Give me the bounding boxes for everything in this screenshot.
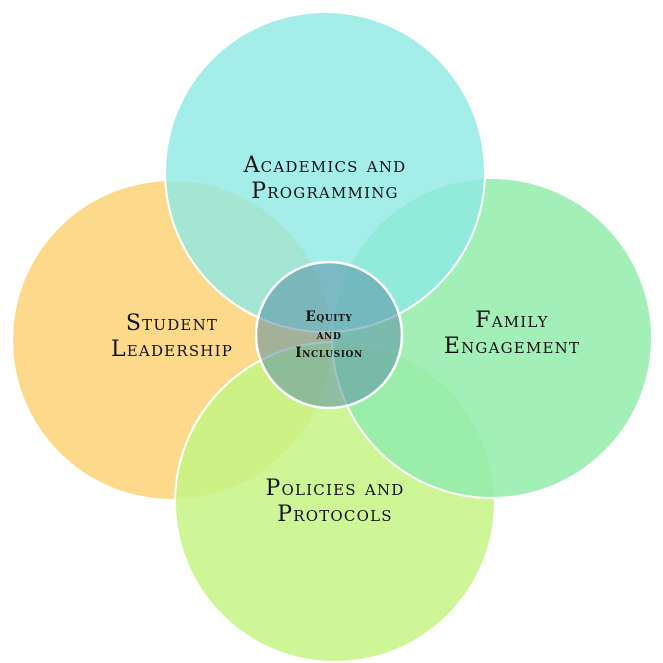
circle-center	[254, 260, 404, 410]
label-policies-protocols-line-2: Protocols	[277, 502, 393, 527]
label-student-leadership-line-1: Student	[126, 311, 218, 336]
circles-layer	[11, 11, 653, 663]
label-family-engagement-line-2: Engagement	[444, 334, 580, 359]
center-label-line-3: Inclusion	[295, 345, 363, 361]
label-policies-protocols-line-1: Policies and	[266, 476, 405, 501]
label-academics-programming-line-1: Academics and	[243, 153, 407, 178]
label-academics-programming-line-2: Programming	[251, 179, 398, 204]
center-label-line-1: Equity	[306, 309, 353, 325]
center-label-line-2: and	[316, 327, 342, 343]
label-student-leadership-line-2: Leadership	[111, 337, 233, 362]
center-layer	[254, 260, 404, 410]
label-family-engagement-line-1: Family	[475, 308, 549, 333]
